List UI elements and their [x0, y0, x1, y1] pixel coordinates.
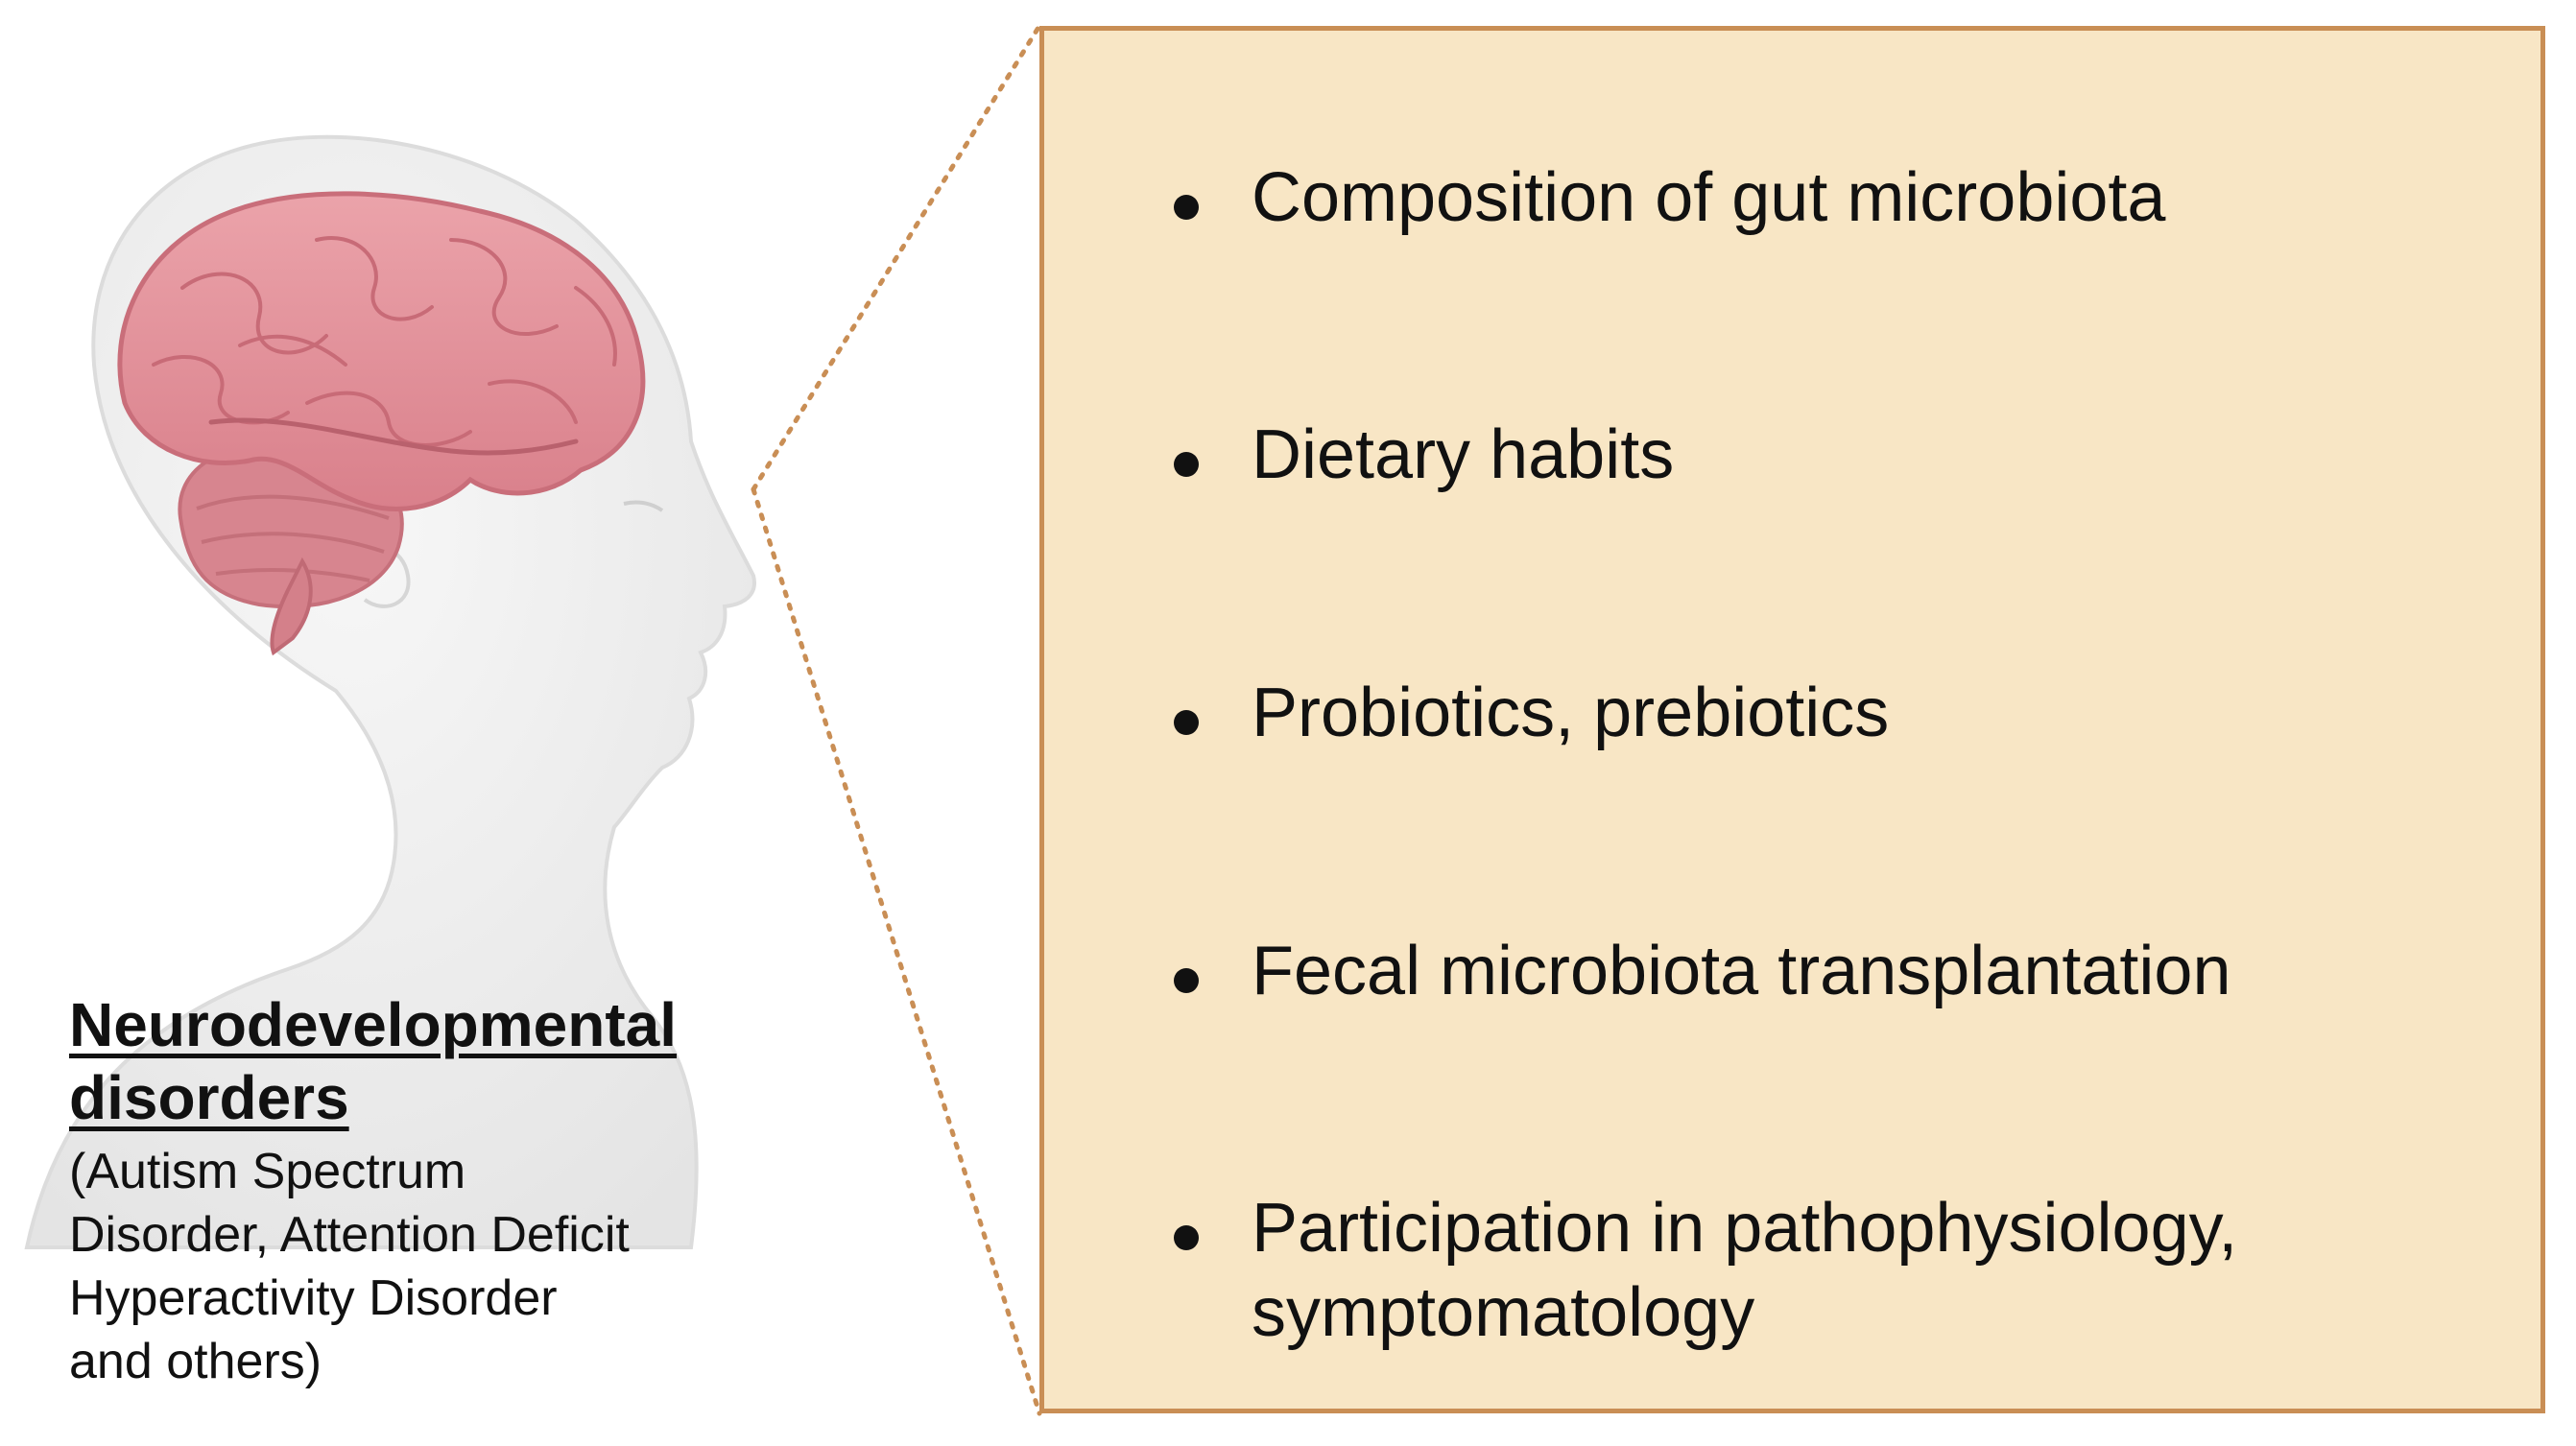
caption-subtitle: (Autism Spectrum Disorder, Attention Def… — [69, 1144, 630, 1389]
disorder-caption: Neurodevelopmental disorders (Autism Spe… — [69, 988, 799, 1393]
factors-panel: Composition of gut microbiota Dietary ha… — [1039, 26, 2545, 1413]
bullet-dot — [1174, 1225, 1199, 1250]
connector-line-bottom — [751, 486, 1042, 1416]
callout-connector — [751, 23, 1042, 1416]
bullet-dot — [1174, 710, 1199, 735]
list-item-text: Participation in pathophysiology, sympto… — [1252, 1190, 2238, 1351]
brain-icon — [117, 191, 646, 656]
connector-line-top — [751, 23, 1042, 492]
bullet-dot — [1174, 968, 1199, 993]
list-item-text: Probiotics, prebiotics — [1252, 675, 1890, 751]
bullet-dot — [1174, 452, 1199, 477]
list-item-text: Dietary habits — [1252, 416, 1675, 493]
caption-title: Neurodevelopmental disorders — [69, 990, 678, 1132]
bullet-dot — [1174, 195, 1199, 220]
list-item-text: Fecal microbiota transplantation — [1252, 933, 2231, 1009]
list-item-text: Composition of gut microbiota — [1252, 159, 2166, 236]
